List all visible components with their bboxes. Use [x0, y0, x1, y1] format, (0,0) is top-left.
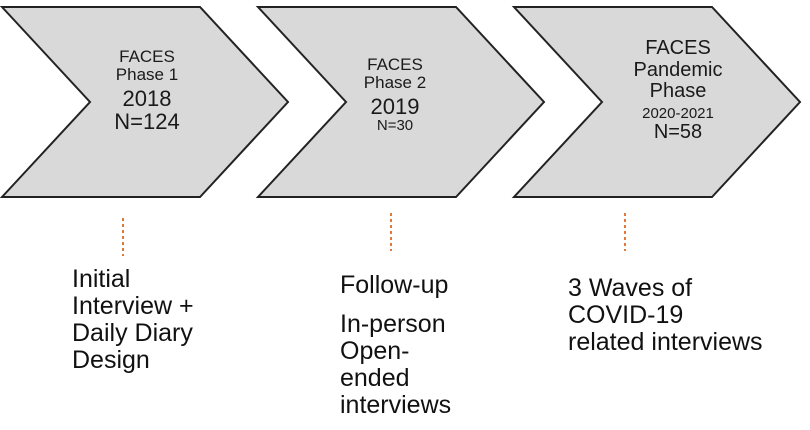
phase-1-description-line: Daily Diary	[72, 319, 193, 347]
phase-2-subtitle: Phase 2	[363, 73, 427, 93]
phase-1-subtitle: Phase 1	[115, 65, 179, 85]
phase-2-description-line: interviews	[340, 391, 452, 419]
phase-1-title: FACES	[119, 47, 175, 66]
phase-3-title: FACES	[645, 37, 711, 59]
phase-2-chevron	[255, 6, 546, 198]
phase-3-description-line: COVID-19	[568, 301, 684, 329]
phase-1-description-line: Interview +	[72, 292, 194, 320]
phase-1-count: N=124	[114, 109, 180, 135]
phase-2-description-line: ended	[340, 364, 410, 392]
phase-2-description: Follow-up In-person Open- ended intervie…	[340, 272, 451, 419]
phase-3-year: 2020-2021	[642, 104, 714, 122]
phase-1-description: Initial Interview + Daily Diary Design	[72, 266, 194, 374]
phase-1-chevron	[0, 6, 290, 198]
phase-3-subtitle-2: Phase	[649, 80, 707, 103]
phase-1-description-line: Initial	[72, 265, 131, 293]
phase-1-year: 2018	[122, 85, 172, 111]
phase-2-year: 2019	[370, 93, 420, 119]
phase-3-description-line: related interviews	[568, 328, 763, 356]
phase-2-count: N=30	[376, 117, 414, 135]
phase-3-count: N=58	[653, 120, 703, 143]
phase-1-label: FACES Phase 1 2018 N=124	[92, 47, 202, 135]
phase-2-description-line: Open-	[340, 337, 410, 365]
phase-3-description: 3 Waves of COVID-19 related interviews	[568, 275, 763, 356]
phase-2-description-heading: Follow-up	[340, 271, 449, 299]
phase-2-label: FACES Phase 2 2019 N=30	[340, 55, 450, 135]
phase-3-chevron	[511, 6, 802, 198]
phase-2-title: FACES	[367, 55, 423, 74]
phase-3-label: FACES Pandemic Phase 2020-2021 N=58	[613, 37, 743, 144]
phase-1-description-line: Design	[72, 346, 150, 374]
phase-2-description-line: In-person	[340, 310, 446, 338]
phase-3-description-line: 3 Waves of	[568, 274, 693, 302]
phase-3-subtitle: Pandemic	[633, 58, 723, 81]
